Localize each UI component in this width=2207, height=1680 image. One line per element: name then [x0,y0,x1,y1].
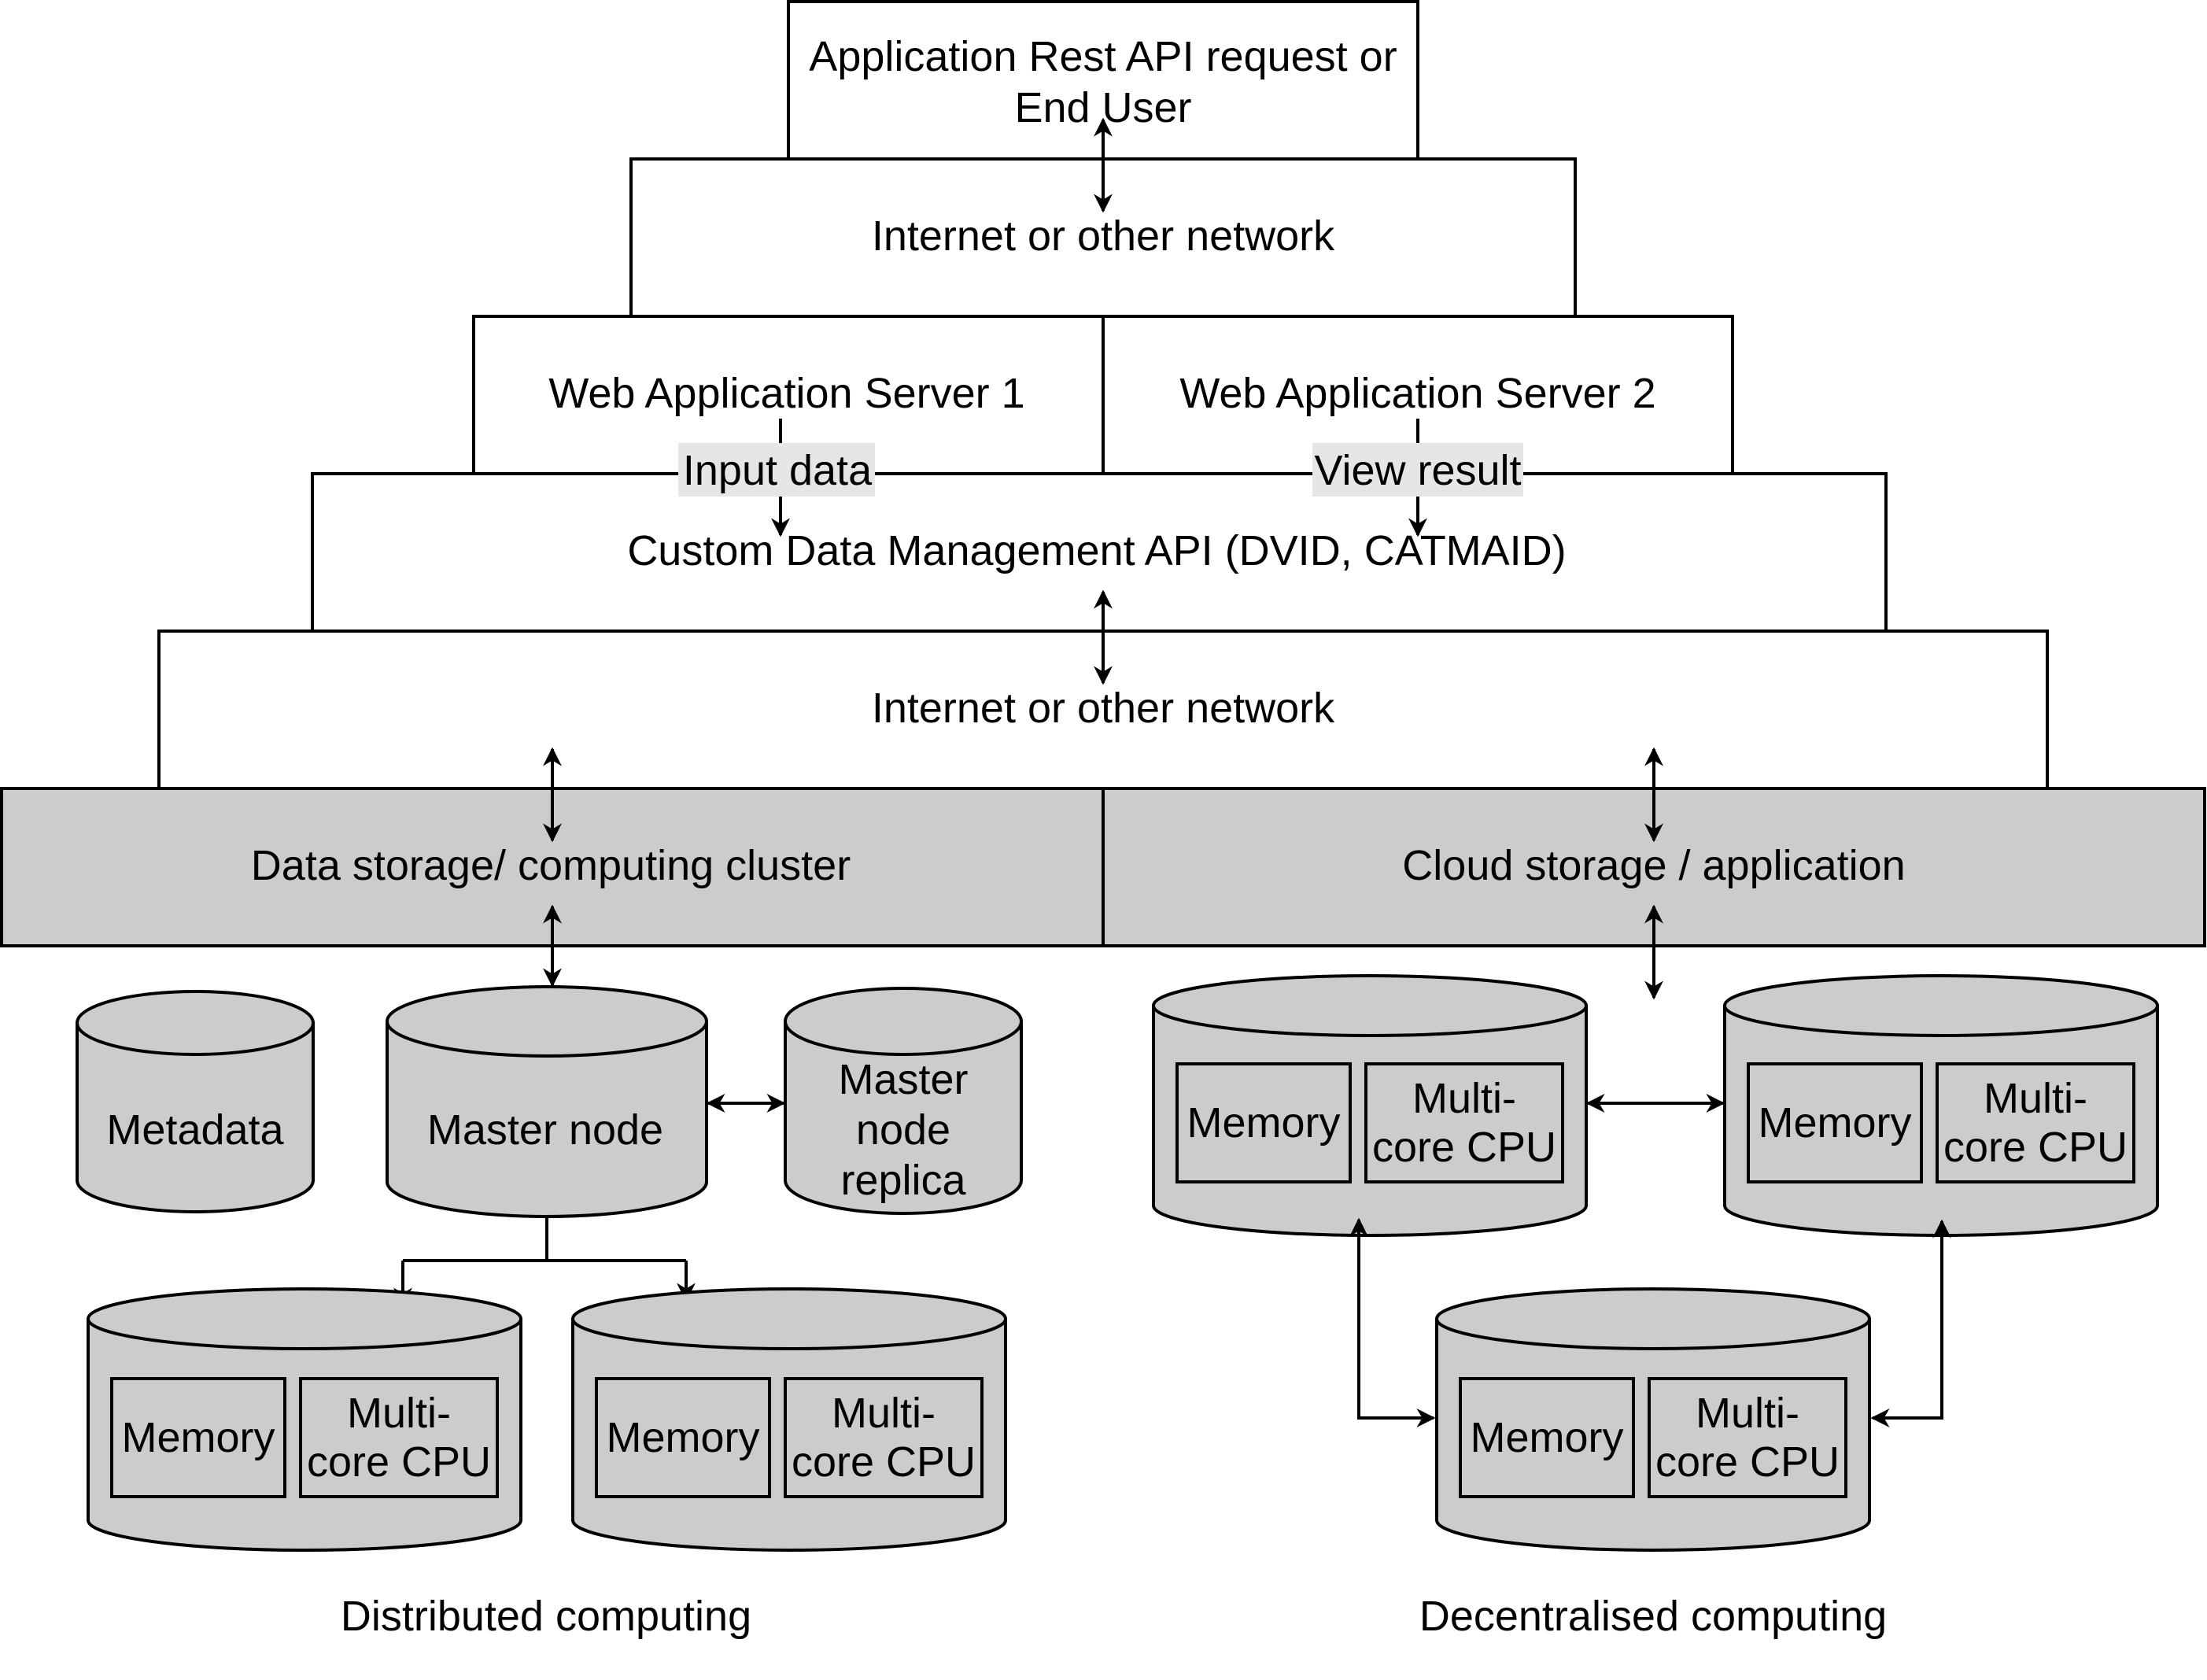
peer-a-cpu-line2: core CPU [1372,1124,1556,1171]
custom-api-label: Custom Data Management API (DVID, CATMAI… [627,527,1566,574]
cluster-label: Data storage/ computing cluster [251,842,851,889]
peer-node-c [1435,1287,1871,1552]
worker-2-cpu-box [784,1377,984,1498]
peer-c-memory-label: Memory [1470,1414,1623,1461]
peer-b-cpu-line1: Multi- [1984,1075,2087,1122]
worker-2-cpu-line1: Multi- [832,1390,936,1437]
peer-c-cpu-box [1648,1377,1847,1498]
peer-a-memory-box [1175,1062,1352,1183]
input-data-label-bg [678,443,875,497]
metadata-label: Metadata [106,1106,284,1154]
arrow-peer-a-c [1349,1217,1436,1427]
worker-1-cpu-box [299,1377,499,1498]
network-bottom-label: Internet or other network [872,685,1335,732]
cloud-label: Cloud storage / application [1402,842,1905,889]
web-server-2-label: Web Application Server 2 [1179,370,1655,417]
decentralised-caption: Decentralised computing [1419,1593,1887,1640]
peer-a-cpu-line1: Multi- [1412,1075,1516,1122]
worker-1-memory-label: Memory [121,1414,275,1461]
replica-label-line1: Master [838,1056,968,1103]
view-result-label-bg [1312,443,1523,497]
peer-b-cpu-box [1936,1062,2135,1183]
master-replica-cylinder [784,987,1023,1215]
replica-label-line3: replica [840,1157,966,1204]
web-server-1-label: Web Application Server 1 [548,370,1024,417]
worker-2-memory-label: Memory [606,1414,759,1461]
network-top-label: Internet or other network [872,212,1335,260]
peer-a-memory-label: Memory [1187,1099,1340,1146]
worker-1-memory-box [110,1377,286,1498]
peer-c-cpu-line2: core CPU [1655,1438,1840,1486]
worker-1-cpu-line1: Multi- [347,1390,451,1437]
replica-label-line2: node [856,1106,950,1154]
end-user-line1: Application Rest API request or [809,33,1397,80]
worker-2-cpu-line2: core CPU [792,1438,976,1486]
master-node-label: Master node [427,1106,663,1154]
distributed-caption: Distributed computing [341,1593,751,1640]
worker-node-2 [571,1287,1007,1552]
worker-2-memory-box [595,1377,771,1498]
peer-node-a [1152,974,1588,1237]
view-result-label: View result [1314,447,1521,494]
peer-c-cpu-line1: Multi- [1696,1390,1799,1437]
peer-b-memory-label: Memory [1758,1099,1911,1146]
worker-node-1 [87,1287,522,1552]
peer-b-cpu-line2: core CPU [1943,1124,2128,1171]
peer-b-memory-box [1747,1062,1923,1183]
input-data-label: Input data [683,447,873,494]
peer-node-b [1723,974,2159,1237]
master-branch-line [403,1217,686,1262]
metadata-cylinder [76,990,315,1213]
master-node-cylinder [386,985,708,1218]
peer-a-cpu-box [1364,1062,1564,1183]
peer-c-memory-box [1459,1377,1635,1498]
worker-1-cpu-line2: core CPU [307,1438,491,1486]
arrow-peer-b-c [1870,1219,1951,1427]
